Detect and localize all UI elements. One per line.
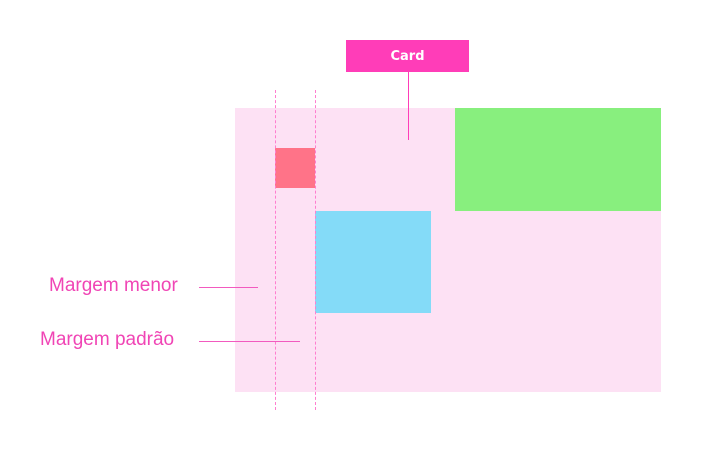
default-margin-guide-line bbox=[315, 90, 316, 410]
card-label-connector bbox=[408, 72, 409, 140]
smaller-margin-leader-line bbox=[199, 287, 258, 288]
card-label-text: Card bbox=[390, 48, 425, 64]
blue-block bbox=[315, 211, 431, 313]
smaller-margin-annotation: Margem menor bbox=[49, 275, 178, 296]
smaller-margin-guide-line bbox=[275, 90, 276, 410]
green-block bbox=[455, 108, 661, 211]
red-block bbox=[275, 148, 315, 188]
default-margin-annotation: Margem padrão bbox=[40, 329, 175, 350]
default-margin-leader-line bbox=[199, 341, 300, 342]
card-label-tag: Card bbox=[346, 40, 469, 72]
